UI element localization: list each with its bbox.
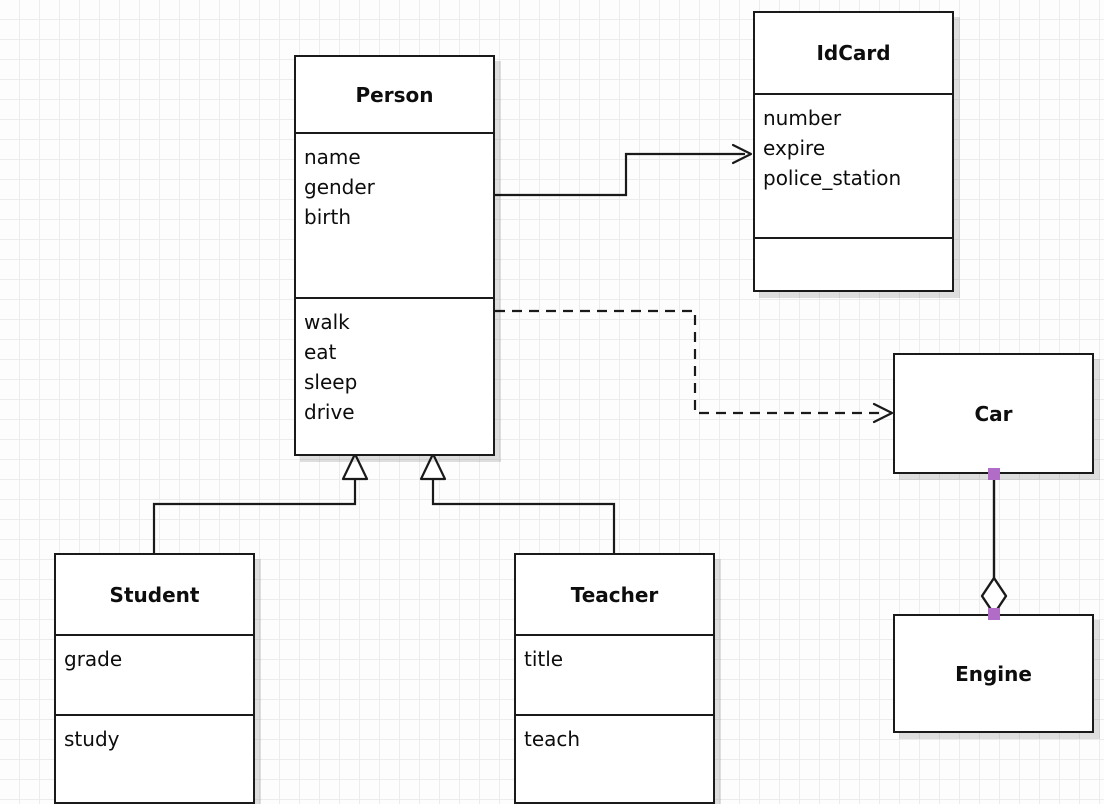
attribute-item: grade [64,647,123,671]
method-item: drive [304,400,355,424]
class-methods-person: walk eat sleep drive [296,297,493,458]
class-name-car: Car [974,401,1013,426]
class-name-engine: Engine [955,661,1032,686]
edge-person-car-dependency[interactable] [495,309,894,424]
method-item: walk [304,310,350,334]
edge-teacher-person-generalization[interactable] [419,452,616,553]
class-box-car[interactable]: Car [893,353,1094,474]
attribute-item: number [763,106,842,130]
open-arrowhead-icon [872,402,894,424]
method-item: study [64,727,120,751]
open-arrowhead-icon [731,143,753,165]
attribute-item: gender [304,175,375,199]
class-attributes-student: grade [56,634,253,714]
selection-handle-car-end[interactable] [988,468,1000,480]
class-box-student[interactable]: Student grade study [54,553,255,804]
selection-handle-engine-end[interactable] [988,608,1000,620]
attribute-item: birth [304,205,351,229]
class-methods-student: study [56,714,253,802]
attribute-item: name [304,145,361,169]
class-attributes-person: name gender birth [296,132,493,297]
class-box-engine[interactable]: Engine [893,614,1094,733]
class-attributes-idcard: number expire police_station [755,93,952,237]
method-item: sleep [304,370,358,394]
edge-student-person-generalization[interactable] [152,452,369,553]
edge-person-idcard-association[interactable] [495,143,753,197]
class-methods-teacher: teach [516,714,713,802]
attribute-item: police_station [763,166,902,190]
method-item: eat [304,340,337,364]
class-name-idcard: IdCard [816,41,891,65]
method-item: teach [524,727,581,751]
class-name-person: Person [355,82,434,107]
class-methods-idcard [755,237,952,290]
class-name-teacher: Teacher [570,582,659,607]
class-name-student: Student [109,582,200,607]
class-attributes-teacher: title [516,634,713,714]
class-box-person[interactable]: Person name gender birth walk eat sleep … [294,55,495,456]
attribute-item: expire [763,136,826,160]
class-box-idcard[interactable]: IdCard number expire police_station [753,11,954,292]
class-box-teacher[interactable]: Teacher title teach [514,553,715,804]
edge-car-engine-aggregation[interactable] [980,474,1008,616]
attribute-item: title [524,647,564,671]
